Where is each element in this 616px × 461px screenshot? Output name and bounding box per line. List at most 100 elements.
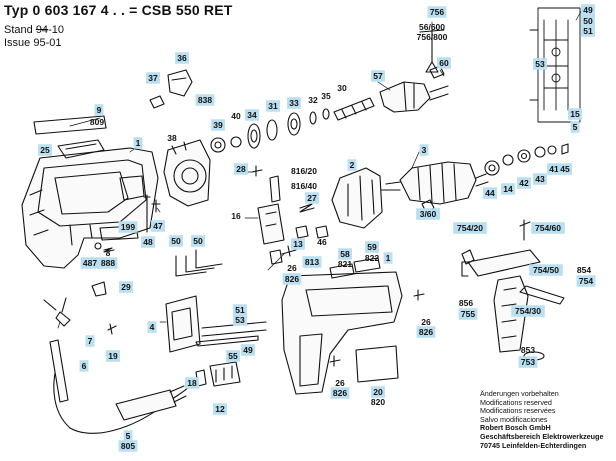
stand-old: 94 [35, 24, 49, 36]
label-box [211, 119, 225, 131]
part-5-plug [115, 389, 177, 421]
part-25-cover [57, 139, 105, 159]
part-55-bar [195, 335, 259, 347]
label-box [458, 308, 478, 320]
part-20-label [355, 345, 399, 383]
part-40-ring [230, 136, 242, 148]
part-label-l31: 31 [266, 100, 280, 112]
label-text: 29 [121, 282, 131, 292]
label-box [330, 387, 350, 399]
part-label-l856: 856 [459, 298, 473, 308]
label-text: 49 [243, 345, 253, 355]
label-box [119, 281, 133, 293]
label-text: 820 [371, 397, 385, 407]
label-text: 43 [535, 174, 545, 184]
label-box [416, 326, 436, 338]
label-text: 48 [143, 237, 153, 247]
label-text: 34 [247, 110, 257, 120]
label-text: 816/40 [291, 181, 317, 191]
label-text: 3/60 [420, 209, 437, 219]
label-box [169, 235, 183, 247]
stand-line: Stand 94-10 [4, 24, 64, 36]
part-16-brush-holder [257, 203, 285, 245]
label-text: 888 [101, 258, 115, 268]
part-26-screw [281, 245, 297, 257]
part-label-l756: 756 [427, 6, 447, 18]
label-text: 754/60 [535, 223, 561, 233]
part-label-l754b: 754/60 [531, 222, 565, 234]
label-box [191, 235, 205, 247]
part-label-l2: 2 [347, 159, 357, 171]
label-text: 60 [439, 58, 449, 68]
label-box [241, 344, 255, 356]
housing-left-shell [21, 147, 159, 269]
type-number: 0 603 167 4 . . = [32, 2, 138, 18]
part-label-l753: 753 [518, 356, 538, 368]
label-text: 199 [121, 222, 135, 232]
part-label-l34: 34 [245, 109, 259, 121]
label-text: 41 [549, 164, 559, 174]
label-text: 38 [167, 133, 177, 143]
label-text: 19 [108, 351, 118, 361]
label-box [79, 360, 89, 372]
label-text: 754/50 [533, 265, 559, 275]
part-label-l49b: 49 [241, 344, 255, 356]
part-7-grommet [55, 311, 71, 327]
part-label-l39: 39 [211, 119, 225, 131]
part-labels: 75656/600756/800605730353233313440398383… [38, 4, 596, 452]
label-text: 50 [171, 236, 181, 246]
label-text: 56/600 [419, 22, 445, 32]
part-label-l41: 41 [547, 163, 561, 175]
label-text: 53 [235, 315, 245, 325]
label-text: 822 [365, 253, 379, 263]
note-line: 70745 Leinfelden-Echterdingen [480, 440, 587, 450]
part-6-cable [53, 359, 191, 434]
label-box [529, 264, 563, 276]
part-14-washer [502, 154, 514, 166]
note-line: Geschäftsbereich Elektrowerkzeuge [480, 431, 604, 441]
label-text: 6 [82, 361, 87, 371]
part-label-l199: 199 [118, 221, 138, 233]
note-line: Änderungen vorbehalten [480, 389, 559, 398]
part-label-l9: 9 [94, 104, 104, 116]
label-text: 51 [583, 26, 593, 36]
label-text: 754/20 [457, 223, 483, 233]
part-label-l20: 20 [371, 386, 385, 398]
stand-label: Stand [4, 24, 33, 36]
label-text: 51 [235, 305, 245, 315]
label-text: 854 [577, 265, 591, 275]
label-box [146, 72, 160, 84]
part-label-l754e: 754/30 [511, 305, 545, 317]
label-box [518, 356, 538, 368]
label-box [118, 221, 138, 233]
label-box [245, 109, 259, 121]
part-label-l754d: 754 [576, 275, 596, 287]
label-box [517, 177, 531, 189]
part-27-spring [299, 203, 315, 213]
label-box [133, 137, 143, 149]
part-label-l43: 43 [533, 173, 547, 185]
label-box [419, 144, 429, 156]
part-label-l816b: 816/40 [291, 181, 317, 191]
part-44-bearing [484, 160, 500, 176]
part-label-l5a: 5 [570, 121, 580, 133]
part-29-bracket [91, 281, 107, 297]
label-box [581, 25, 595, 37]
stand-new: -10 [48, 24, 64, 36]
label-text: 8 [106, 248, 111, 258]
part-47-screw [151, 199, 161, 213]
label-box [416, 208, 440, 220]
label-box [175, 52, 189, 64]
part-50-wires [175, 249, 223, 277]
label-text: 826 [333, 388, 347, 398]
label-box [305, 192, 319, 204]
part-label-l853: 853 [521, 345, 535, 355]
part-56-chuck-key [419, 29, 445, 73]
label-box [233, 314, 247, 326]
label-box [576, 275, 596, 287]
label-text: 16 [231, 211, 241, 221]
label-text: 755 [461, 309, 475, 319]
part-19-screw [107, 323, 117, 335]
part-32-washer [309, 111, 317, 125]
